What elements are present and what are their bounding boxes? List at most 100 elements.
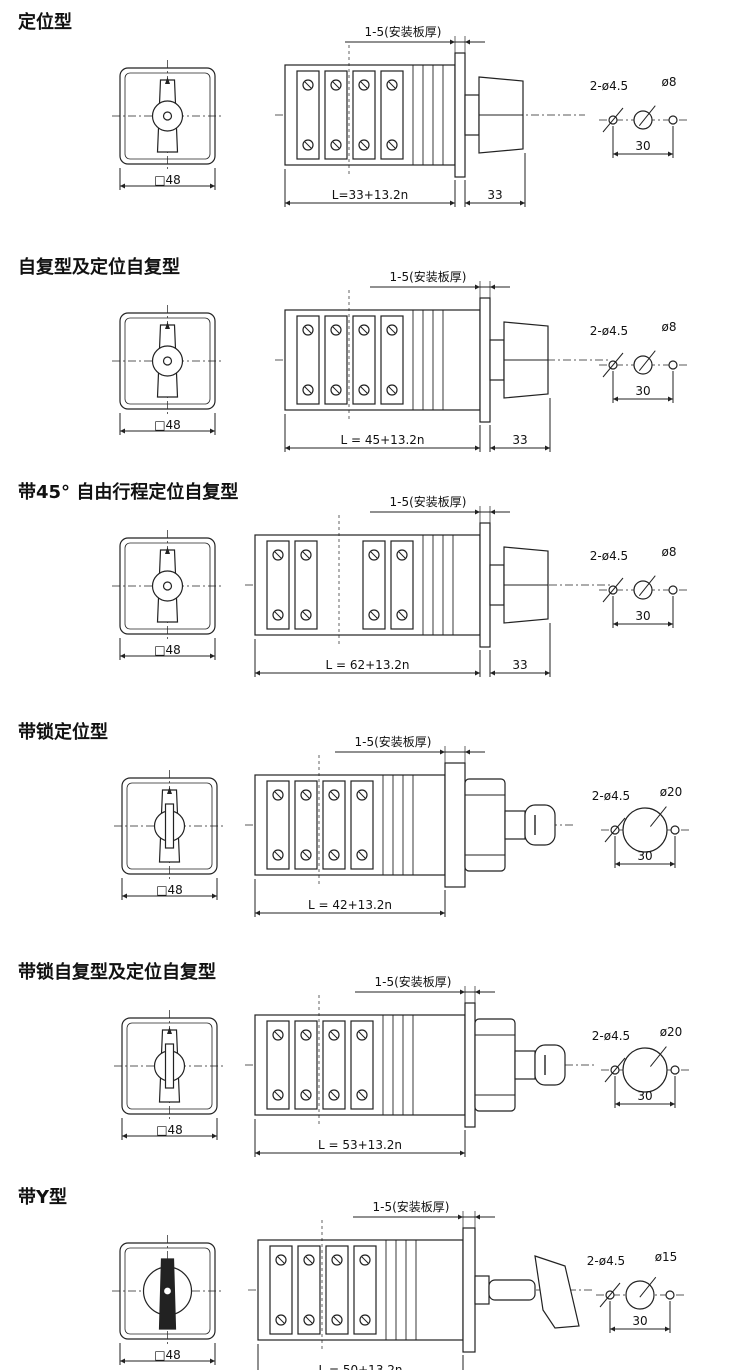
side-view: 1-5(安装板厚)L = 42+13.2n <box>245 734 575 917</box>
screw-slot <box>370 551 378 559</box>
key-slot <box>164 803 175 849</box>
arrow-head <box>210 653 215 659</box>
section-title: 带Y型 <box>18 1186 67 1208</box>
handle-screw <box>162 356 173 366</box>
side-view: 331-5(安装板厚)L = 45+13.2n <box>275 269 610 452</box>
front-view: □48 <box>112 60 223 190</box>
screw-slot <box>360 141 368 149</box>
mounting-plate <box>464 1002 476 1128</box>
screw-slot <box>304 386 312 394</box>
square-size-label: □48 <box>156 883 183 897</box>
contact-deck <box>352 315 376 405</box>
screw-slot <box>274 611 282 619</box>
screw-slot <box>332 326 340 334</box>
screw-slot <box>302 851 310 859</box>
knob-neck <box>489 564 505 606</box>
screw-slot <box>274 791 282 799</box>
arrow-head <box>475 445 480 451</box>
leader-line <box>650 806 667 827</box>
contact-deck <box>266 540 290 630</box>
knob-neck <box>474 1275 490 1305</box>
square-size-label: □48 <box>154 418 181 432</box>
screw-slot <box>332 386 340 394</box>
arrow-head <box>465 39 470 45</box>
body-length-label: L = 53+13.2n <box>318 1138 402 1152</box>
section-title: 自复型及定位自复型 <box>18 256 180 278</box>
screw-slot <box>302 611 310 619</box>
screw-slot <box>358 1091 366 1099</box>
leader-line <box>650 1046 667 1067</box>
arrow-head <box>120 653 125 659</box>
contact-deck <box>297 1245 321 1335</box>
side-view: 331-5(安装板厚)L=33+13.2n <box>275 24 585 207</box>
arrow-head <box>665 1326 670 1332</box>
arrow-head <box>610 1326 615 1332</box>
arrow-head <box>255 1150 260 1156</box>
screw-slot <box>360 81 368 89</box>
arrow-head <box>465 749 470 755</box>
arrow-head <box>120 1358 125 1364</box>
arrow-head <box>120 428 125 434</box>
leader-line <box>638 350 656 372</box>
section-title: 带45° 自由行程定位自复型 <box>18 481 238 503</box>
mounting-plate <box>454 52 466 178</box>
screw-slot <box>388 326 396 334</box>
hole-spacing-label: 30 <box>637 849 652 863</box>
section-title: 带锁定位型 <box>18 721 108 743</box>
contact-deck <box>294 780 318 870</box>
mounting-plate <box>479 522 491 648</box>
arrow-head <box>670 1101 675 1107</box>
fixing-hole <box>668 360 678 370</box>
contact-deck <box>294 1020 318 1110</box>
handle-screw <box>162 111 173 121</box>
screw-slot <box>333 1256 341 1264</box>
arrow-head <box>210 428 215 434</box>
contact-deck <box>294 540 318 630</box>
handle-screw <box>162 581 173 591</box>
contact-deck <box>322 780 346 870</box>
contact-deck <box>353 1245 377 1335</box>
leader-line <box>602 577 624 603</box>
plate-thickness-label: 1-5(安装板厚) <box>390 494 467 509</box>
front-view: □48 <box>112 1235 223 1365</box>
arrow-head <box>458 1214 463 1220</box>
knob-length-label: 33 <box>512 433 527 447</box>
arrow-head <box>613 396 618 402</box>
body-length-label: L = 62+13.2n <box>325 658 409 672</box>
screw-slot <box>330 791 338 799</box>
screw-slot <box>274 1091 282 1099</box>
arrow-head <box>490 670 495 676</box>
arrow-head <box>210 1358 215 1364</box>
indicator-arrow-icon <box>167 787 172 794</box>
contact-deck <box>324 70 348 160</box>
leader-line <box>639 1276 657 1298</box>
arrow-head <box>122 1133 127 1139</box>
screw-slot <box>332 81 340 89</box>
center-hole-label: ø20 <box>660 1025 683 1039</box>
screw-slot <box>304 326 312 334</box>
contact-deck <box>324 315 348 405</box>
contact-deck <box>269 1245 293 1335</box>
knob-neck <box>464 94 480 136</box>
screw-slot <box>360 386 368 394</box>
fixing-hole <box>670 1065 680 1075</box>
fixing-hole-label: 2-ø4.5 <box>587 1254 625 1268</box>
contact-deck <box>380 315 404 405</box>
indicator-arrow-icon <box>165 547 170 554</box>
body-length-label: L = 42+13.2n <box>308 898 392 912</box>
side-view: 1-5(安装板厚)L = 53+13.2n <box>245 974 595 1157</box>
screw-slot <box>370 611 378 619</box>
lock-cylinder-body <box>504 810 526 840</box>
screw-slot <box>398 611 406 619</box>
leader-line <box>604 817 626 843</box>
arrow-head <box>520 200 525 206</box>
mounting-plate <box>444 762 466 888</box>
screw-slot <box>330 851 338 859</box>
